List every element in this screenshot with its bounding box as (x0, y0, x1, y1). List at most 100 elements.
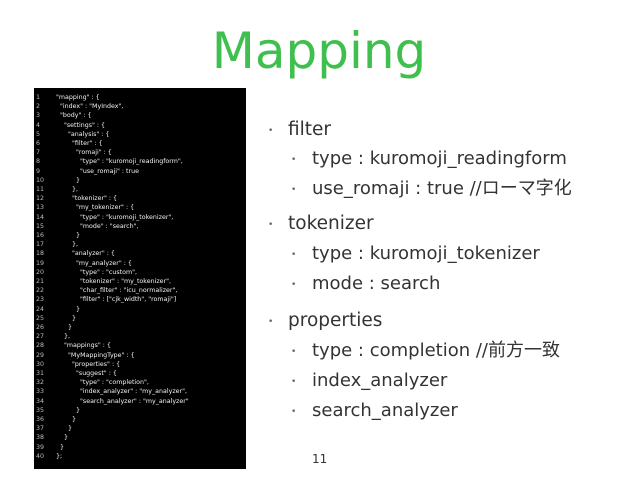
line-number: 3 (36, 112, 41, 120)
code-line: 34 "search_analyzer" : "my_analyzer" (34, 397, 246, 407)
line-number: 8 (36, 158, 41, 166)
bullet-dot: • (268, 220, 274, 230)
code-line: 1 "mapping" : { (34, 93, 246, 103)
code-line: 3 "body" : { (34, 111, 246, 121)
code-line: 2 "index" : "MyIndex", (34, 102, 246, 112)
line-number: 20 (36, 268, 45, 276)
code-text: }, (56, 333, 71, 341)
line-number: 35 (36, 406, 45, 414)
code-text: "type" : "kuromoji_tokenizer", (56, 213, 174, 221)
code-line: 7 "romaji" : { (34, 148, 246, 158)
line-number: 14 (36, 213, 45, 221)
code-text: } (56, 434, 69, 442)
code-line: 40}; (34, 452, 246, 462)
line-number: 34 (36, 397, 45, 405)
line-number: 39 (36, 443, 45, 451)
code-text: "filter" : ["cjk_width", "romaji"] (56, 296, 177, 304)
code-line: 28 "mappings" : { (34, 341, 246, 351)
line-number: 33 (36, 388, 45, 396)
code-text: } (56, 425, 73, 433)
line-number: 11 (36, 186, 45, 193)
code-text: "analyzer" : { (56, 250, 115, 258)
code-text: "type" : "completion", (56, 379, 149, 387)
code-line: 30 "properties" : { (34, 360, 246, 370)
code-text: "tokenizer" : "my_tokenizer", (56, 278, 171, 285)
code-line: 36 } (34, 415, 246, 425)
line-number: 17 (36, 241, 45, 249)
code-line: 26 } (34, 323, 246, 333)
bullet-dot: • (291, 280, 297, 290)
line-number: 29 (36, 351, 45, 359)
line-number: 28 (36, 342, 45, 350)
line-number: 40 (36, 452, 45, 460)
bullet-dot: • (291, 155, 297, 165)
code-line: 37 } (34, 424, 246, 434)
sub-bullet-item: search_analyzer (312, 400, 458, 421)
code-text: "analysis" : { (56, 130, 110, 138)
code-text: "mapping" : { (56, 94, 100, 101)
code-line: 11 }, (34, 185, 246, 195)
line-number: 21 (36, 278, 45, 285)
bullet-dot: • (291, 347, 297, 357)
line-number: 6 (36, 140, 41, 147)
code-line: 17 }, (34, 240, 246, 250)
line-number: 18 (36, 250, 45, 258)
code-line: 20 "type" : "custom", (34, 268, 246, 278)
code-line: 15 "mode" : "search", (34, 222, 246, 232)
sub-bullet-item: type : kuromoji_readingform (312, 148, 567, 169)
line-number: 36 (36, 416, 45, 423)
code-line: 4 "settings" : { (34, 121, 246, 131)
line-number: 9 (36, 167, 41, 175)
bullet-dot: • (291, 377, 297, 387)
code-text: "filter" : { (56, 140, 103, 147)
code-text: } (56, 324, 73, 331)
line-number: 27 (36, 333, 45, 341)
line-number: 2 (36, 103, 41, 111)
line-number: 31 (36, 370, 45, 377)
code-line: 6 "filter" : { (34, 139, 246, 149)
code-text: "properties" : { (56, 360, 121, 368)
code-text: } (56, 176, 81, 184)
code-text: } (56, 314, 77, 322)
code-line: 12 "tokenizer" : { (34, 194, 246, 204)
code-text: "mappings" : { (56, 342, 111, 350)
line-number: 1 (36, 94, 41, 101)
bullet-item: properties (288, 310, 383, 331)
sub-bullet-item: index_analyzer (312, 370, 448, 391)
code-line: 13 "my_tokenizer" : { (34, 203, 246, 213)
code-line: 22 "char_filter" : "icu_normalizer", (34, 286, 246, 296)
code-text: }, (56, 241, 79, 249)
line-number: 7 (36, 149, 41, 157)
sub-bullet-item: type : kuromoji_tokenizer (312, 243, 540, 264)
code-line: 5 "analysis" : { (34, 130, 246, 140)
line-number: 23 (36, 296, 45, 304)
code-line: 25 } (34, 314, 246, 324)
code-text: } (56, 232, 81, 239)
code-line: 16 } (34, 231, 246, 241)
code-text: "type" : "kuromoji_readingform", (56, 158, 183, 166)
line-number: 26 (36, 324, 45, 331)
code-text: } (56, 406, 81, 414)
page-number: 11 (312, 452, 328, 466)
bullet-dot: • (268, 317, 274, 327)
code-text: "mode" : "search", (56, 222, 139, 230)
bullet-dot: • (268, 126, 274, 136)
line-number: 19 (36, 259, 45, 267)
code-text: "tokenizer" : { (56, 195, 118, 203)
code-line: 10 } (34, 176, 246, 186)
line-number: 13 (36, 204, 45, 212)
bullet-item: tokenizer (288, 213, 374, 234)
code-text: "index" : "MyIndex", (56, 103, 124, 111)
code-line: 18 "analyzer" : { (34, 249, 246, 259)
code-line: 9 "use_romaji" : true (34, 167, 246, 177)
code-line: 32 "type" : "completion", (34, 378, 246, 388)
bullet-dot: • (291, 407, 297, 417)
code-block: 1"mapping" : {2 "index" : "MyIndex",3 "b… (34, 88, 246, 469)
code-line: 33 "index_analyzer" : "my_analyzer", (34, 387, 246, 397)
code-line: 24 } (34, 305, 246, 315)
code-text: } (56, 443, 65, 451)
code-text: "type" : "custom", (56, 268, 137, 276)
slide-title: Mapping (211, 22, 427, 80)
line-number: 22 (36, 287, 45, 295)
line-number: 30 (36, 360, 45, 368)
